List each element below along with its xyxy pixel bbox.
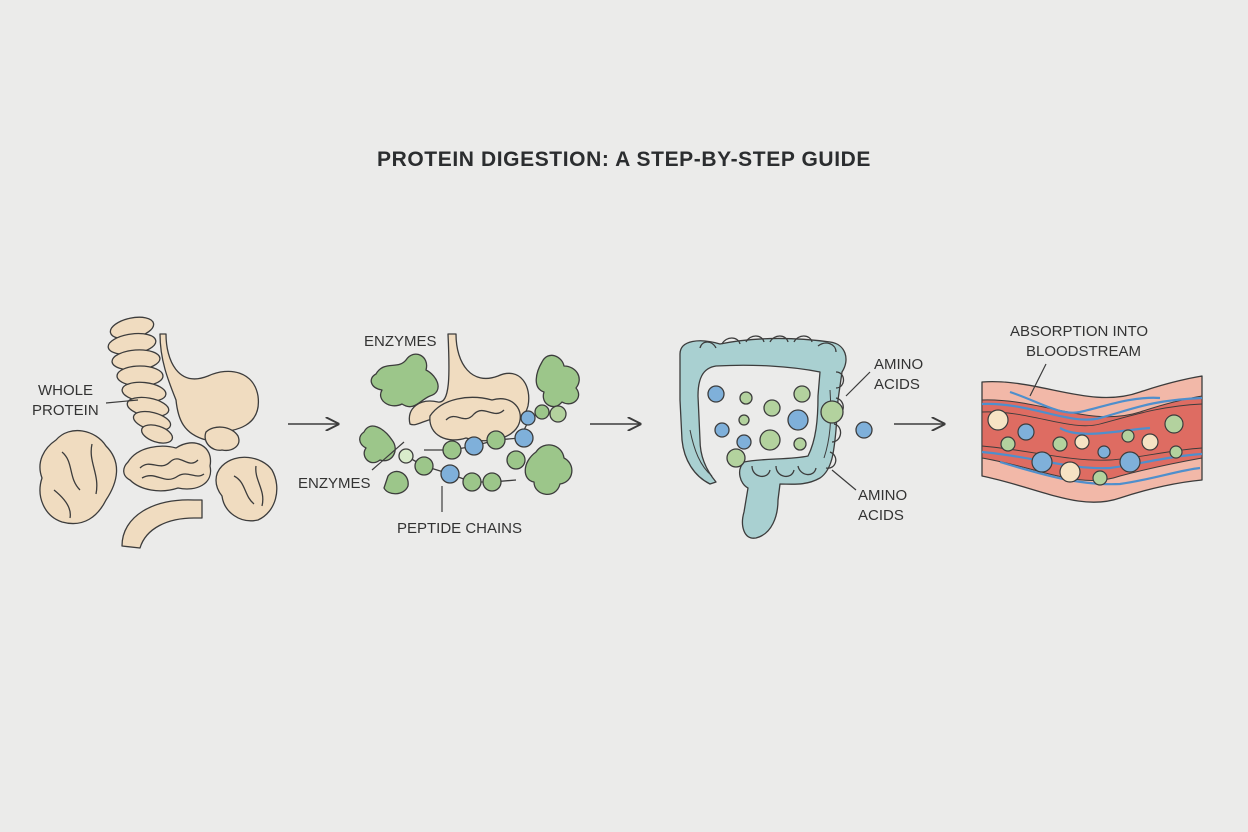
enzyme-blob <box>535 354 580 408</box>
amino-acid <box>763 399 781 417</box>
amino-acids-pointer-top <box>845 371 871 397</box>
folded-protein-right <box>215 456 278 522</box>
peptide-bead <box>464 436 484 456</box>
amino-acid <box>726 448 746 468</box>
tangled-protein-center <box>123 442 212 492</box>
amino-acid <box>787 409 809 431</box>
blood-cell <box>1031 451 1053 473</box>
blood-cell <box>1121 429 1135 443</box>
intestine-haustra <box>699 335 845 477</box>
peptide-bead <box>414 456 434 476</box>
blood-cell <box>1164 414 1184 434</box>
label-enzymes-bottom: ENZYMES <box>298 475 371 492</box>
whole-protein-pointer <box>105 399 139 404</box>
peptide-bead <box>514 428 534 448</box>
label-whole-protein-line2: PROTEIN <box>32 402 99 419</box>
peptide-bead <box>440 464 460 484</box>
label-amino-acids-bottom-line1: AMINO <box>858 487 908 504</box>
amino-acid <box>793 385 811 403</box>
blood-cell <box>1097 445 1111 459</box>
intestine-tube-segment <box>121 499 203 549</box>
amino-acid <box>855 421 873 439</box>
peptide-bead <box>486 430 506 450</box>
peptide-bead <box>398 448 414 464</box>
vessel-vein <box>981 396 1203 421</box>
tangled-protein <box>429 396 521 442</box>
enzyme-blob <box>370 353 439 408</box>
vessel-vein <box>1059 426 1151 435</box>
amino-acid <box>759 429 781 451</box>
peptide-bead <box>482 472 502 492</box>
stage-whole-protein <box>39 316 278 549</box>
amino-acid <box>793 437 807 451</box>
enzyme-blob <box>524 444 573 495</box>
peptide-bead <box>549 405 567 423</box>
absorption-pointer <box>1029 363 1047 397</box>
label-enzymes-top: ENZYMES <box>364 333 437 350</box>
stage-enzymes <box>359 333 580 495</box>
peptide-bead <box>462 472 482 492</box>
enzymes-pointer <box>371 441 405 471</box>
enzyme-blob <box>383 470 409 495</box>
label-amino-acids-top-line2: ACIDS <box>874 376 920 393</box>
blood-cell <box>1169 445 1183 459</box>
blood-cell <box>1092 470 1108 486</box>
blood-cell <box>1052 436 1068 452</box>
label-peptide-chains: PEPTIDE CHAINS <box>397 520 523 537</box>
label-amino-acids-top-line1: AMINO <box>874 356 924 373</box>
blood-cell <box>1141 433 1159 451</box>
stage-amino-acids <box>679 335 873 539</box>
peptide-bead <box>506 450 526 470</box>
enzyme-blob <box>359 425 396 464</box>
coiled-protein-strand <box>107 316 174 444</box>
page-title: PROTEIN DIGESTION: A STEP-BY-STEP GUIDE <box>376 148 871 171</box>
amino-acid <box>739 391 753 405</box>
blood-cell <box>1059 461 1081 483</box>
blood-cell <box>987 409 1009 431</box>
label-absorption-line2: BLOODSTREAM <box>1026 343 1142 360</box>
blood-cell <box>1074 434 1090 450</box>
peptide-bead <box>520 410 536 426</box>
intestine-shape <box>679 337 847 539</box>
amino-acid <box>714 422 730 438</box>
label-whole-protein-line1: WHOLE <box>38 382 94 399</box>
vessel-vein <box>981 450 1203 470</box>
blood-cell <box>1017 423 1035 441</box>
amino-acid <box>736 434 752 450</box>
protein-fragment <box>204 426 240 452</box>
stage-bloodstream <box>981 375 1203 503</box>
label-absorption-line1: ABSORPTION INTO <box>1010 323 1149 340</box>
blood-cell <box>1000 436 1016 452</box>
vessel-vein <box>999 460 1201 486</box>
amino-acids-pointer-bottom <box>831 469 857 491</box>
folded-protein-left <box>39 430 118 525</box>
vessel-vein <box>1009 390 1161 414</box>
stomach-shape <box>159 333 259 441</box>
peptide-bead <box>534 404 550 420</box>
peptide-bead <box>442 440 462 460</box>
amino-acid <box>738 414 750 426</box>
label-amino-acids-bottom-line2: ACIDS <box>858 507 904 524</box>
amino-acid <box>707 385 725 403</box>
amino-acid <box>820 400 844 424</box>
blood-cell <box>1119 451 1141 473</box>
